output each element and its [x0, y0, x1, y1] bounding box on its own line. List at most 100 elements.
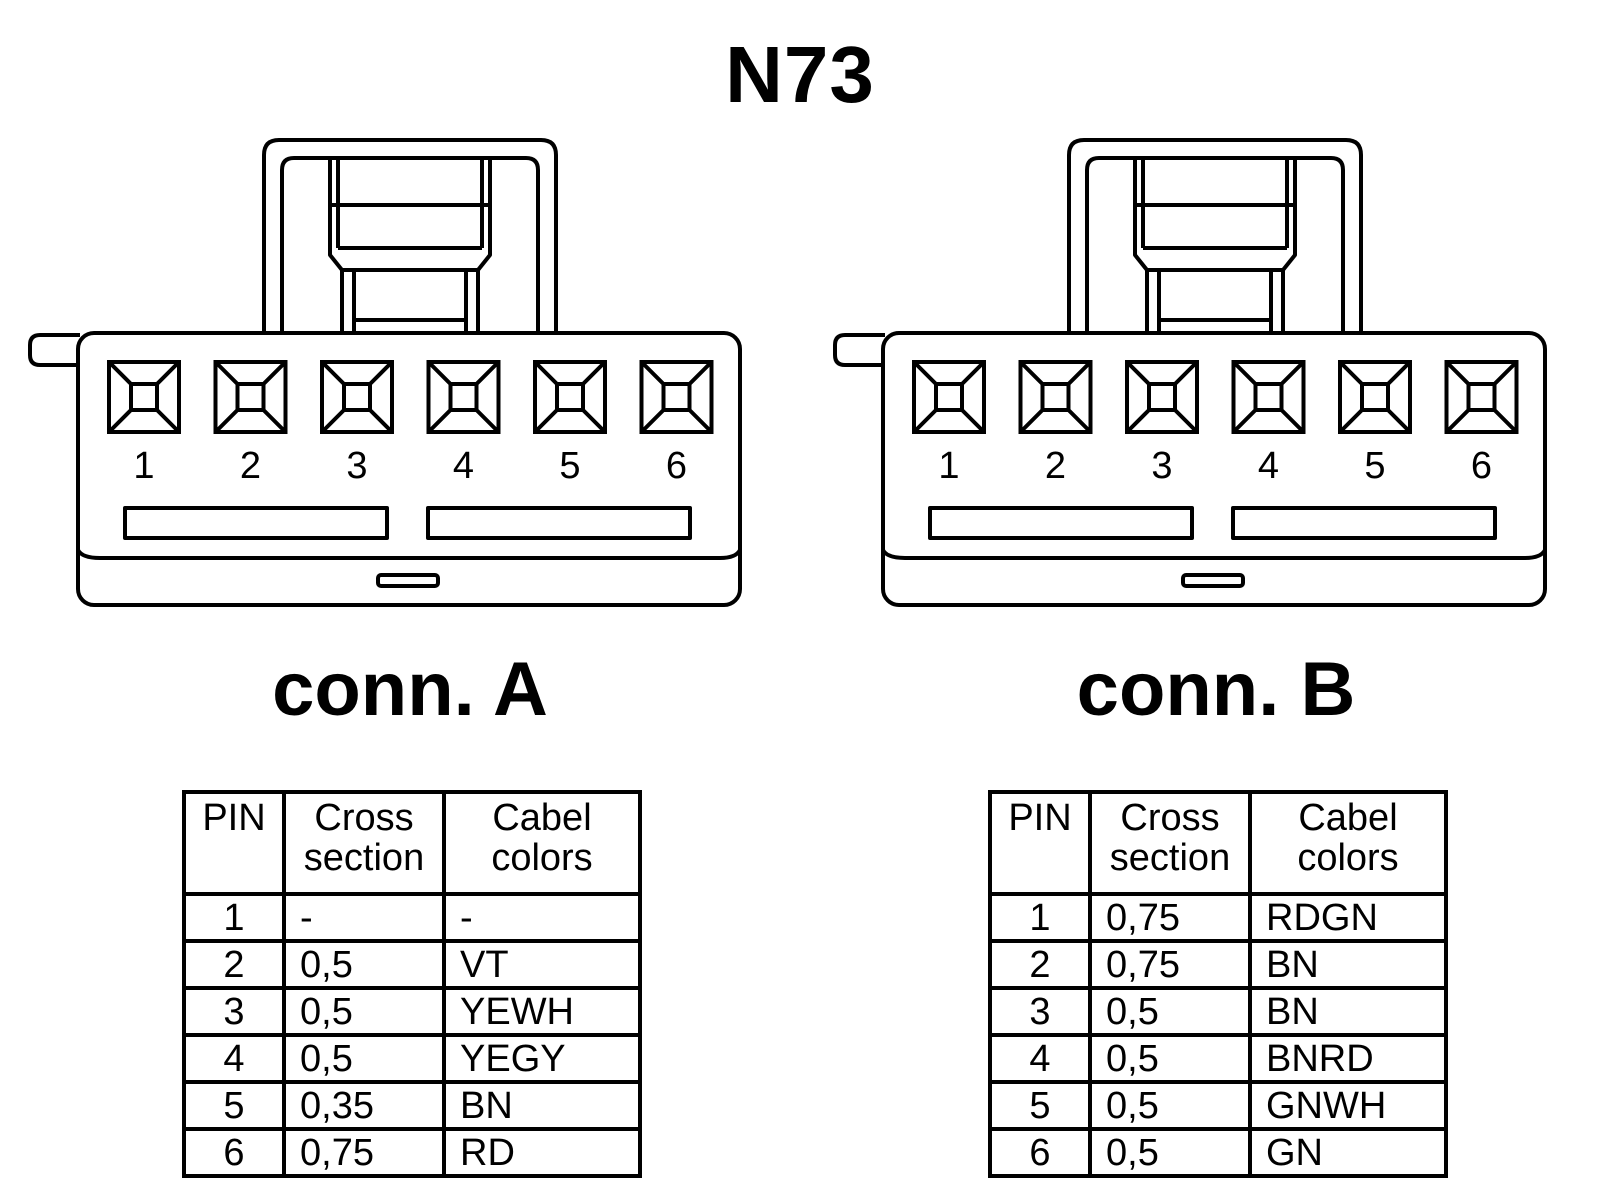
bottom-notch: [376, 573, 440, 588]
pin-number-label: 4: [453, 445, 474, 487]
connector-body: [76, 331, 742, 607]
cell-pin: 5: [182, 1080, 286, 1131]
pin-terminal-3: [320, 360, 394, 434]
cell-cross-section: 0,5: [1088, 1080, 1252, 1131]
cell-cross-section: 0,75: [1088, 939, 1252, 990]
pin-number-label: 3: [1151, 445, 1172, 487]
cell-pin: 1: [988, 892, 1092, 943]
cell-cable-color: RD: [442, 1127, 642, 1178]
connector-b-drawing: 1 2 3 4 5 6: [833, 138, 1547, 607]
cell-pin: 2: [988, 939, 1092, 990]
pin-number-label: 6: [666, 445, 687, 487]
cell-cross-section: 0,75: [1088, 892, 1252, 943]
connector-body: [881, 331, 1547, 607]
cell-pin: 4: [182, 1033, 286, 1084]
cell-cable-color: YEGY: [442, 1033, 642, 1084]
cell-pin: 3: [988, 986, 1092, 1037]
pin-terminal-3: [1125, 360, 1199, 434]
pin-terminal-5: [533, 360, 607, 434]
latch-outer: [1067, 138, 1363, 335]
latch-inner: [1085, 156, 1345, 335]
cell-cable-color: BN: [1248, 986, 1448, 1037]
pin-terminal-1: [107, 360, 181, 434]
table-header-row: PIN Cross section Cabel colors: [182, 790, 642, 896]
cell-cable-color: BNRD: [1248, 1033, 1448, 1084]
table-row: 1--: [182, 892, 642, 943]
connector-face: [881, 548, 1547, 560]
cell-cable-color: YEWH: [442, 986, 642, 1037]
connector-face: [76, 548, 742, 560]
side-tab: [833, 333, 885, 367]
connector-a-drawing: 1 2 3 4 5 6: [28, 138, 742, 607]
pin-number-label: 4: [1258, 445, 1279, 487]
header-pin: PIN: [182, 790, 286, 896]
latch-inner: [280, 156, 540, 335]
cell-cable-color: GN: [1248, 1127, 1448, 1178]
latch-outer: [262, 138, 558, 335]
cell-cross-section: 0,5: [282, 1033, 446, 1084]
pin-terminal-6: [639, 360, 714, 434]
cell-pin: 4: [988, 1033, 1092, 1084]
header-cable-colors: Cabel colors: [442, 790, 642, 896]
pin-terminal-5: [1338, 360, 1412, 434]
pin-terminal-4: [1231, 360, 1306, 434]
cell-cross-section: -: [282, 892, 446, 943]
cell-cable-color: -: [442, 892, 642, 943]
cell-cable-color: BN: [1248, 939, 1448, 990]
pin-number-label: 5: [1364, 445, 1385, 487]
side-tab: [28, 333, 80, 367]
cell-pin: 6: [182, 1127, 286, 1178]
pin-number-label: 6: [1471, 445, 1492, 487]
cell-cross-section: 0,5: [282, 986, 446, 1037]
slot-left: [123, 506, 389, 540]
cell-cable-color: GNWH: [1248, 1080, 1448, 1131]
header-cable-colors: Cabel colors: [1248, 790, 1448, 896]
pin-number-label: 1: [133, 445, 154, 487]
cell-cross-section: 0,75: [282, 1127, 446, 1178]
cell-cable-color: VT: [442, 939, 642, 990]
header-cross-section: Cross section: [282, 790, 446, 896]
connector-b-label: conn. B: [1076, 647, 1356, 732]
cell-pin: 1: [182, 892, 286, 943]
pin-terminal-2: [1018, 360, 1093, 434]
cell-cross-section: 0,5: [1088, 986, 1252, 1037]
slot-right: [426, 506, 692, 540]
header-pin: PIN: [988, 790, 1092, 896]
cell-pin: 6: [988, 1127, 1092, 1178]
header-cross-section: Cross section: [1088, 790, 1252, 896]
cell-cross-section: 0,5: [1088, 1033, 1252, 1084]
pin-number-label: 3: [346, 445, 367, 487]
slot-right: [1231, 506, 1497, 540]
cell-cross-section: 0,5: [282, 939, 446, 990]
pin-terminal-2: [213, 360, 288, 434]
pin-number-label: 5: [559, 445, 580, 487]
slot-left: [928, 506, 1194, 540]
diagram-title: N73: [725, 30, 875, 119]
cell-cable-color: BN: [442, 1080, 642, 1131]
latch-center: [1135, 203, 1295, 335]
pin-number-label: 2: [240, 445, 261, 487]
table-header-row: PIN Cross section Cabel colors: [988, 790, 1448, 896]
pin-number-label: 2: [1045, 445, 1066, 487]
connector-a-label: conn. A: [272, 647, 548, 732]
pin-number-label: 1: [938, 445, 959, 487]
pin-terminal-6: [1444, 360, 1519, 434]
cell-pin: 2: [182, 939, 286, 990]
cell-cable-color: RDGN: [1248, 892, 1448, 943]
bottom-notch: [1181, 573, 1245, 588]
latch-center: [330, 203, 490, 335]
cell-cross-section: 0,35: [282, 1080, 446, 1131]
